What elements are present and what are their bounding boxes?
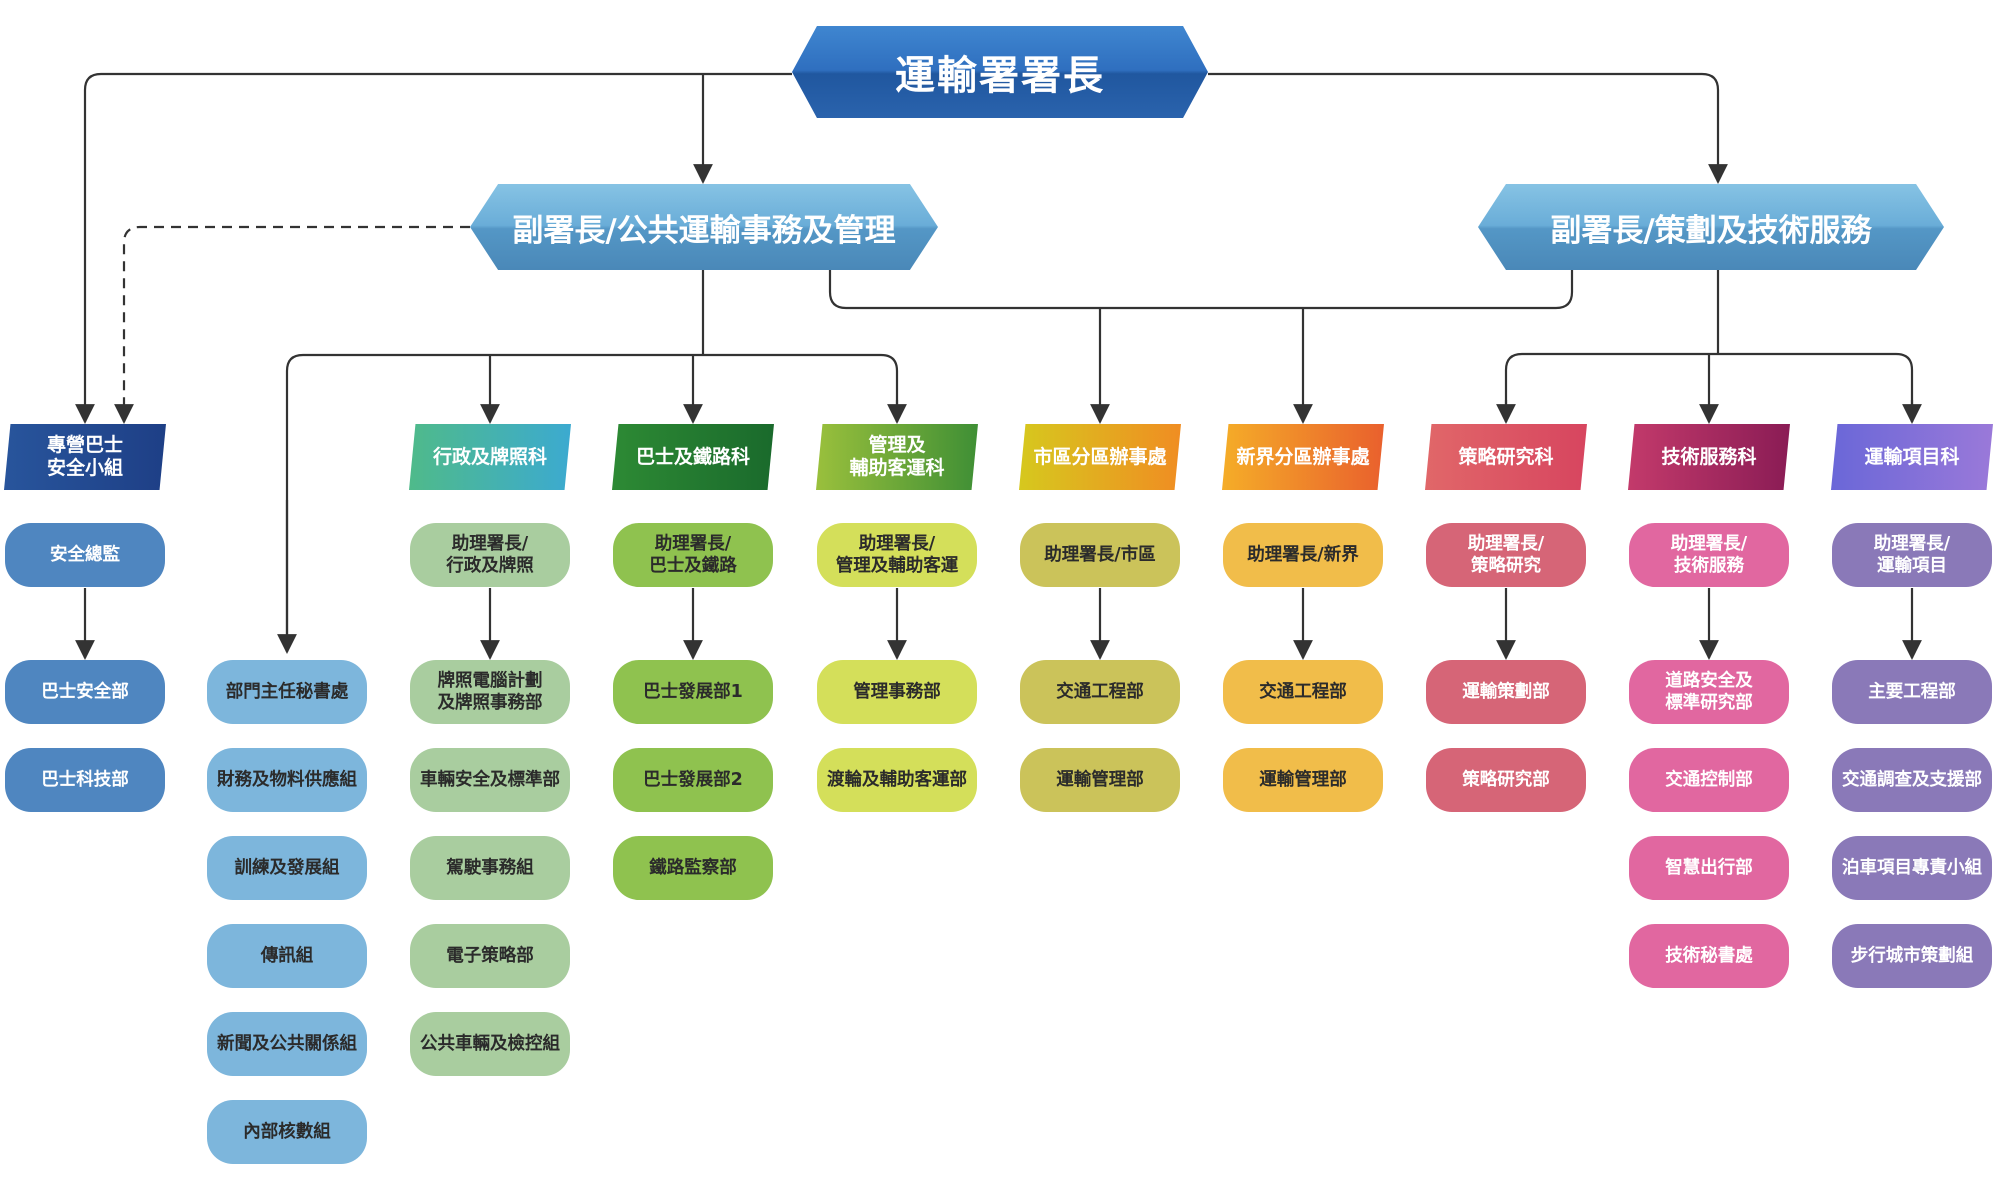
deputy-planning-technical-node: 副署長/策劃及技術服務 [1478,184,1944,270]
section-node: 運輸策劃部 [1426,660,1586,724]
section-node: 駕駛事務組 [410,836,570,900]
director-to-deputy2-line [1208,72,1728,184]
section-node: 策略研究部 [1426,748,1586,812]
section-node: 交通工程部 [1020,660,1180,724]
assistant-director-node: 助理署長/市區 [1020,523,1180,587]
director-to-bus-safety-line [75,72,792,424]
dashed-deputy1-to-bus-safety-line [114,225,470,424]
section-node: 財務及物料供應組 [207,748,367,812]
assistant-director-node: 助理署長/策略研究 [1426,523,1586,587]
division-header: 專營巴士安全小組 [4,424,166,490]
section-node: 新聞及公共關係組 [207,1012,367,1076]
section-node: 內部核數組 [207,1100,367,1164]
section-node: 道路安全及標準研究部 [1629,660,1789,724]
division-header: 技術服務科 [1628,424,1790,490]
section-node: 交通工程部 [1223,660,1383,724]
deputy-public-transport-node: 副署長/公共運輸事務及管理 [470,184,938,270]
section-node: 巴士發展部1 [613,660,773,724]
section-node: 鐵路監察部 [613,836,773,900]
section-node: 巴士發展部2 [613,748,773,812]
section-node: 智慧出行部 [1629,836,1789,900]
section-node: 主要工程部 [1832,660,1992,724]
section-node: 步行城市策劃組 [1832,924,1992,988]
assistant-director-node: 助理署長/新界 [1223,523,1383,587]
assistant-director-node: 助理署長/管理及輔助客運 [817,523,977,587]
division-header: 巴士及鐵路科 [612,424,774,490]
division-header: 管理及輔助客運科 [816,424,978,490]
assistant-director-node: 助理署長/技術服務 [1629,523,1789,587]
section-node: 電子策略部 [410,924,570,988]
deputy1-branch-bar [285,353,899,636]
assistant-director-node: 助理署長/行政及牌照 [410,523,570,587]
section-node: 巴士科技部 [5,748,165,812]
section-node: 交通調查及支援部 [1832,748,1992,812]
section-node: 牌照電腦計劃及牌照事務部 [410,660,570,724]
section-node: 運輸管理部 [1020,748,1180,812]
division-header: 市區分區辦事處 [1019,424,1181,490]
division-header: 行政及牌照科 [409,424,571,490]
division-header: 新界分區辦事處 [1222,424,1384,490]
section-node: 渡輪及輔助客運部 [817,748,977,812]
director-node: 運輸署署長 [792,26,1208,118]
section-node: 公共車輛及檢控組 [410,1012,570,1076]
deputy-planning-technical-label: 副署長/策劃及技術服務 [1550,212,1872,249]
section-node: 運輸管理部 [1223,748,1383,812]
section-node: 泊車項目專責小組 [1832,836,1992,900]
section-node: 交通控制部 [1629,748,1789,812]
section-node: 傳訊組 [207,924,367,988]
section-node: 部門主任秘書處 [207,660,367,724]
section-node: 車輛安全及標準部 [410,748,570,812]
assistant-director-node: 安全總監 [5,523,165,587]
division-header: 運輸項目科 [1831,424,1993,490]
section-node: 管理事務部 [817,660,977,724]
deputy-public-transport-label: 副署長/公共運輸事務及管理 [512,212,896,249]
division-header: 策略研究科 [1425,424,1587,490]
director-label: 運輸署署長 [895,53,1105,99]
section-node: 技術秘書處 [1629,924,1789,988]
assistant-director-node: 助理署長/巴士及鐵路 [613,523,773,587]
assistant-director-node: 助理署長/運輸項目 [1832,523,1992,587]
regional-shared-bar [828,270,1574,310]
section-node: 巴士安全部 [5,660,165,724]
section-node: 訓練及發展組 [207,836,367,900]
